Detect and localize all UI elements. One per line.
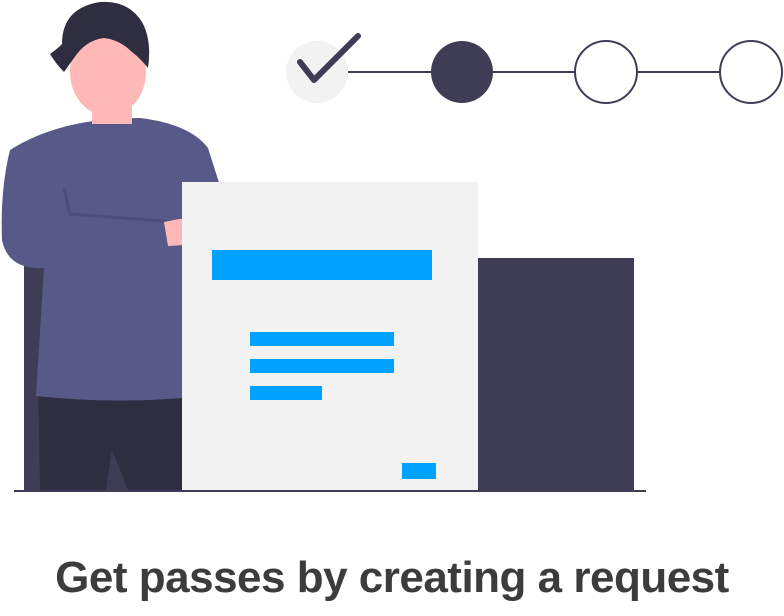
form-text-line: [250, 359, 394, 373]
form-text-line: [250, 332, 394, 346]
step-completed: [286, 33, 361, 103]
checkmark-icon: [297, 33, 361, 83]
request-illustration: [1, 1, 783, 492]
step-current: [431, 41, 493, 103]
background-block: [478, 258, 634, 490]
form-text-line: [250, 386, 322, 400]
person-hair: [50, 1, 150, 72]
caption-text: Get passes by creating a request: [55, 553, 729, 602]
person-head: [70, 28, 146, 116]
step-progress: [286, 33, 783, 104]
form-document: [182, 182, 478, 490]
step-upcoming: [719, 40, 783, 104]
form-submit-button: [402, 463, 436, 479]
form-title-line: [212, 250, 432, 280]
step-upcoming: [574, 40, 638, 104]
person-figure: [1, 1, 236, 490]
